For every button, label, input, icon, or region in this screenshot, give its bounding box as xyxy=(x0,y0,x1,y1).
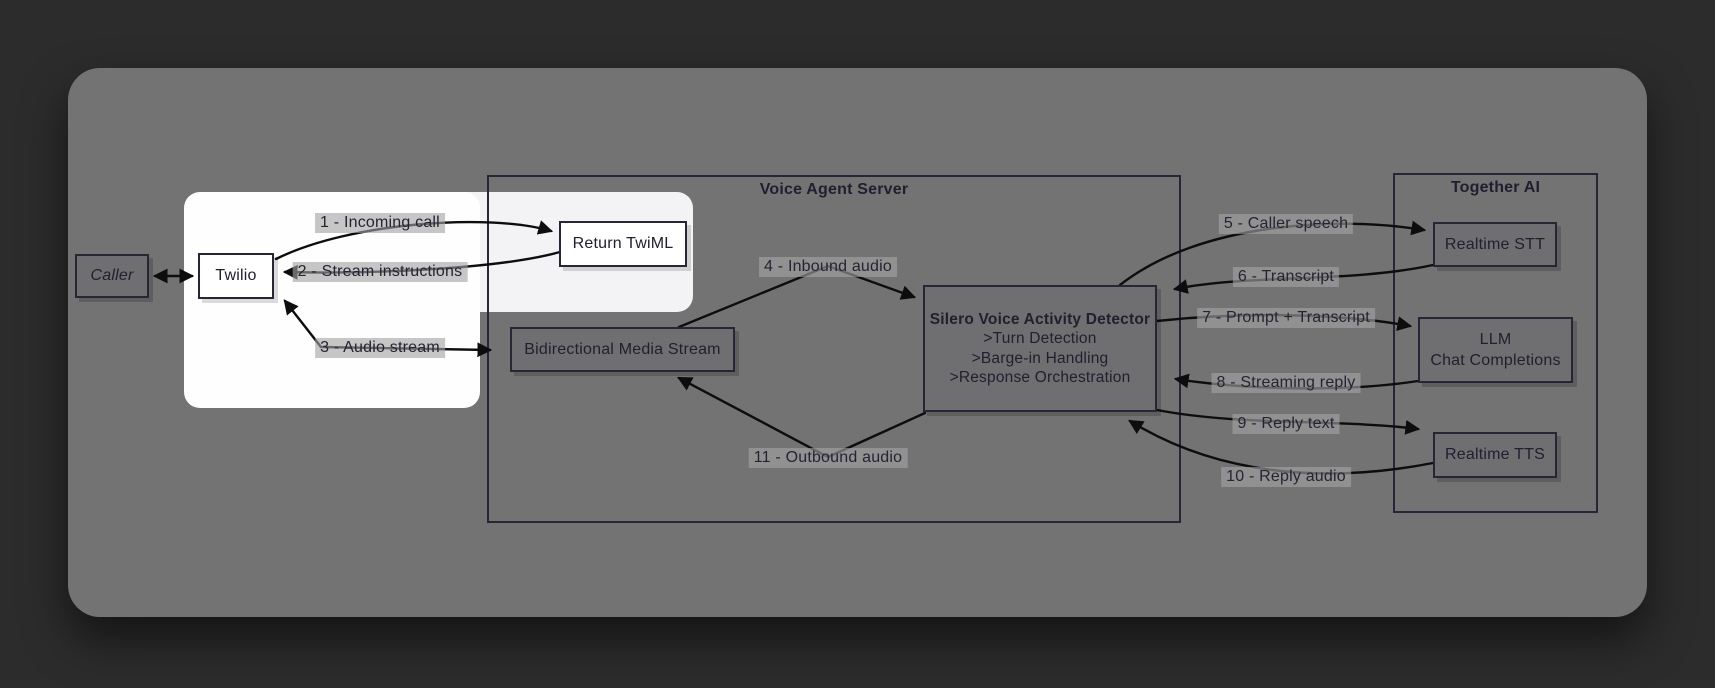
edge-label-8-streaming-reply: 8 - Streaming reply xyxy=(1211,373,1361,393)
realtime-tts-node: Realtime TTS xyxy=(1433,432,1557,478)
return-twiml-label: Return TwiML xyxy=(572,235,674,252)
edge-label-1-incoming-call: 1 - Incoming call xyxy=(315,213,445,233)
llm-chat-completions-node: LLM Chat Completions xyxy=(1418,317,1573,383)
bidirectional-media-stream-label: Bidirectional Media Stream xyxy=(524,340,721,358)
edge-label-10-reply-audio: 10 - Reply audio xyxy=(1221,467,1351,487)
silero-item-barge-in: >Barge-in Handling xyxy=(971,349,1109,367)
edge-label-7-prompt-transcript: 7 - Prompt + Transcript xyxy=(1197,308,1375,328)
edge-label-11-outbound-audio: 11 - Outbound audio xyxy=(748,448,908,468)
return-twiml-node: Return TwiML xyxy=(559,221,687,267)
edge-label-9-reply-text: 9 - Reply text xyxy=(1232,414,1340,434)
voice-agent-server-title: Voice Agent Server xyxy=(759,181,909,198)
caller-node: Caller xyxy=(75,254,149,298)
caller-label: Caller xyxy=(90,267,134,284)
together-ai-container: Together AI xyxy=(1393,173,1598,513)
silero-item-response-orchestration: >Response Orchestration xyxy=(949,369,1131,386)
edge-label-2-stream-instructions: 2 - Stream instructions xyxy=(292,262,468,282)
llm-label-line2: Chat Completions xyxy=(1430,352,1561,369)
silero-item-turn-detection: >Turn Detection xyxy=(983,330,1097,347)
realtime-stt-node: Realtime STT xyxy=(1433,222,1557,267)
realtime-tts-label: Realtime TTS xyxy=(1445,446,1545,463)
llm-label-line1: LLM xyxy=(1479,331,1512,348)
together-ai-title: Together AI xyxy=(1450,179,1541,196)
edge-label-4-inbound-audio: 4 - Inbound audio xyxy=(759,257,897,277)
edge-label-3-audio-stream: 3 - Audio stream xyxy=(315,338,445,358)
edge-label-6-transcript: 6 - Transcript xyxy=(1232,267,1340,287)
edge-label-5-caller-speech: 5 - Caller speech xyxy=(1218,214,1354,234)
twilio-label: Twilio xyxy=(215,267,257,284)
bidirectional-media-stream-node: Bidirectional Media Stream xyxy=(510,327,735,372)
twilio-node: Twilio xyxy=(198,253,274,299)
realtime-stt-label: Realtime STT xyxy=(1444,235,1546,253)
silero-vad-node: Silero Voice Activity Detector >Turn Det… xyxy=(923,285,1157,412)
silero-vad-title: Silero Voice Activity Detector xyxy=(929,310,1151,328)
